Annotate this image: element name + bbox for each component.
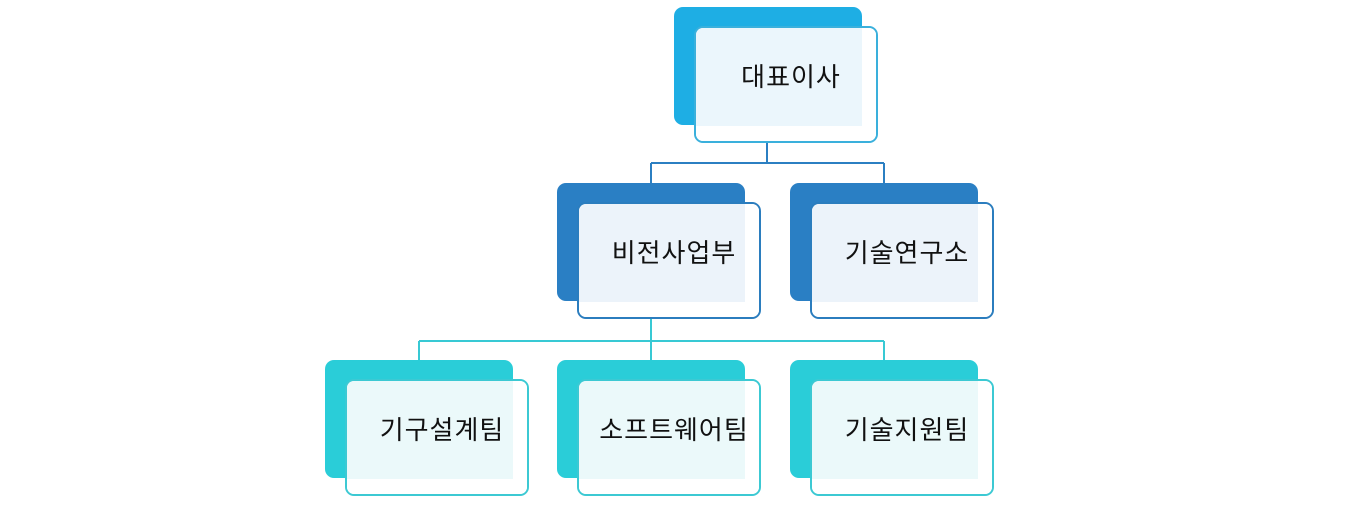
- node-mech-design-team-label: 기구설계팀: [379, 415, 505, 446]
- node-tech-support-team-front: [810, 379, 994, 496]
- node-software-team-label: 소프트웨어팀: [599, 415, 749, 446]
- node-vision-division-front: [577, 202, 761, 319]
- connector-ceo-level2: [650, 128, 885, 184]
- node-software-team-front: [577, 379, 761, 496]
- node-mech-design-team-front: [345, 379, 529, 496]
- node-ceo-front: [694, 26, 878, 143]
- node-research-lab-label: 기술연구소: [844, 238, 970, 269]
- node-vision-division-label: 비전사업부: [611, 238, 737, 269]
- node-tech-support-team-label: 기술지원팀: [844, 415, 970, 446]
- node-ceo-label: 대표이사: [741, 62, 841, 93]
- node-research-lab-front: [810, 202, 994, 319]
